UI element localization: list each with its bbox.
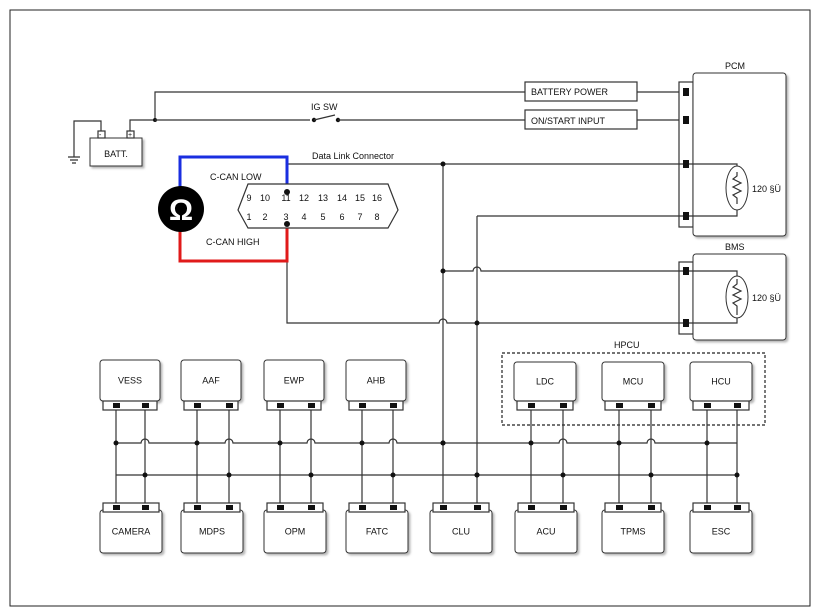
can-low-label: C-CAN LOW: [210, 172, 262, 182]
ig-switch: IG SW: [311, 102, 341, 123]
module-ldc-label: LDC: [536, 377, 555, 387]
bus-junction: [142, 472, 148, 478]
ground-symbol: [68, 120, 102, 164]
pcm-label: PCM: [725, 61, 745, 71]
dlc-pin-13: 13: [318, 193, 328, 203]
diagram-frame: [9, 9, 811, 607]
can-high-probe-wire: [178, 222, 289, 263]
bms-can-high-line: [286, 228, 683, 324]
bus-junction: [390, 472, 396, 478]
bus-junction: [194, 440, 200, 446]
dlc-pin-16: 16: [372, 193, 382, 203]
module-ewp: EWP: [263, 359, 325, 411]
module-esc-label: ESC: [712, 527, 731, 537]
module-ahb-label: AHB: [367, 376, 386, 386]
dlc-pin-15: 15: [355, 193, 365, 203]
bus-junction: [113, 440, 119, 446]
module-opm-label: OPM: [285, 527, 306, 537]
dlc-pin-12: 12: [299, 193, 309, 203]
pcm-module: PCM 120 §Ü: [678, 61, 787, 237]
dlc-pin-11: 11: [281, 193, 290, 203]
module-acu: ACU: [514, 502, 578, 554]
module-aaf-label: AAF: [202, 376, 220, 386]
dlc-pin-10: 10: [260, 193, 270, 203]
bms-resistor-label: 120 §Ü: [752, 293, 781, 303]
dlc-pin-6: 6: [339, 212, 344, 222]
module-aaf: AAF: [180, 359, 242, 411]
bms-can-low-line: [443, 266, 683, 272]
bus-junction: [226, 472, 232, 478]
module-mdps-label: MDPS: [199, 527, 225, 537]
bus-junction: [560, 472, 566, 478]
pcm-resistor-label: 120 §Ü: [752, 184, 781, 194]
module-acu-label: ACU: [536, 527, 555, 537]
battery-power-box: BATTERY POWER: [524, 81, 638, 102]
module-mdps: MDPS: [180, 502, 244, 554]
bus-junction: [359, 440, 365, 446]
module-hcu-label: HCU: [711, 377, 731, 387]
bus-junction: [308, 472, 314, 478]
module-ahb: AHB: [345, 359, 407, 411]
bus-junction: [528, 440, 534, 446]
battery-plus-label: +: [128, 132, 132, 139]
bms-label: BMS: [725, 242, 745, 252]
module-tpms-label: TPMS: [620, 527, 645, 537]
dlc-pin-2: 2: [262, 212, 267, 222]
module-clu: CLU: [429, 502, 493, 554]
module-hcu: HCU: [689, 361, 753, 411]
dlc-pin-8: 8: [374, 212, 379, 222]
bus-junction: [440, 440, 446, 446]
bus-junction: [474, 472, 480, 478]
dlc-pin-14: 14: [337, 193, 347, 203]
hpcu-group: [501, 352, 766, 426]
dlc-pin-9: 9: [246, 193, 251, 203]
bus-junction: [616, 440, 622, 446]
bus-junction: [648, 472, 654, 478]
bus-junction: [704, 440, 710, 446]
module-clu-label: CLU: [452, 527, 470, 537]
module-tpms: TPMS: [601, 502, 665, 554]
module-ewp-label: EWP: [284, 376, 305, 386]
battery-label: BATT.: [104, 149, 128, 159]
ig-sw-label: IG SW: [311, 102, 338, 112]
hpcu-label: HPCU: [614, 340, 640, 350]
dlc-pin-3: 3: [283, 212, 288, 222]
can-high-label: C-CAN HIGH: [206, 237, 260, 247]
module-camera-label: CAMERA: [112, 527, 151, 537]
dlc-pin-7: 7: [357, 212, 362, 222]
battery: BATT. - +: [89, 130, 143, 167]
dlc-pin-1: 1: [246, 212, 251, 222]
battery-minus-label: -: [99, 132, 102, 139]
module-mcu: MCU: [601, 361, 665, 411]
bms-module: BMS 120 §Ü: [678, 242, 787, 341]
dlc-label: Data Link Connector: [312, 151, 394, 161]
ohmmeter-icon: [158, 186, 204, 232]
can-bus-low-line: [116, 438, 737, 444]
bus-junction: [277, 440, 283, 446]
dlc-pin-4: 4: [301, 212, 306, 222]
module-fatc-label: FATC: [366, 527, 389, 537]
module-vess: VESS: [99, 359, 161, 411]
module-camera: CAMERA: [99, 502, 163, 554]
bus-junction: [734, 472, 740, 478]
module-mcu-label: MCU: [623, 377, 644, 387]
module-vess-label: VESS: [118, 376, 142, 386]
dlc-pin-5: 5: [320, 212, 325, 222]
battery-power-label: BATTERY POWER: [531, 87, 609, 97]
can-low-probe-wire: [178, 155, 289, 192]
on-start-input-label: ON/START INPUT: [531, 116, 606, 126]
ohm-symbol: Ω: [169, 194, 193, 227]
module-fatc: FATC: [345, 502, 409, 554]
on-start-input-box: ON/START INPUT: [524, 109, 638, 130]
module-esc: ESC: [689, 502, 753, 554]
module-opm: OPM: [263, 502, 327, 554]
module-ldc: LDC: [513, 361, 577, 411]
